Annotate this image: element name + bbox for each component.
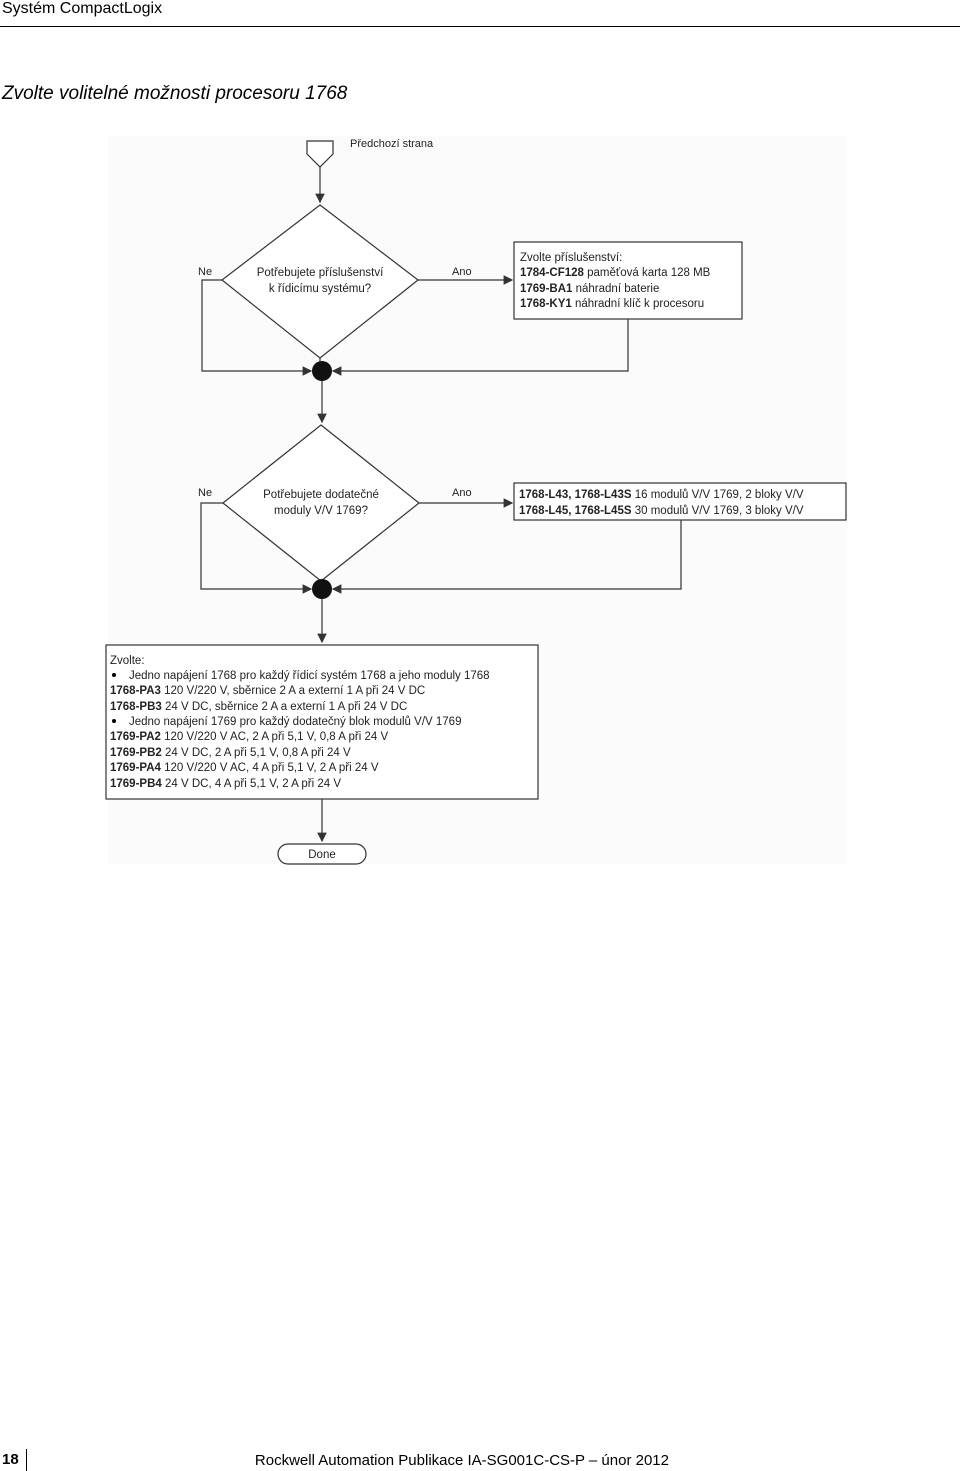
- done-label: Done: [308, 849, 336, 861]
- decision1-yes-label: Ano: [452, 266, 472, 278]
- box1-item: 1768-KY1 náhradní klíč k procesoru: [520, 298, 704, 310]
- header-title: Systém CompactLogix: [2, 0, 163, 17]
- accessories-box: [513, 241, 743, 320]
- box3-bullet1: Jedno napájení 1768 pro každý řídicí sys…: [129, 670, 490, 682]
- page-heading: Zvolte volitelné možnosti procesoru 1768: [2, 83, 348, 104]
- box3-item: 1768-PB3 24 V DC, sběrnice 2 A a externí…: [110, 701, 407, 713]
- box1-return-path: [331, 319, 629, 376]
- box2-return-path: [331, 520, 682, 594]
- start-label: Předchozí strana: [350, 138, 434, 150]
- bullet: [112, 673, 116, 677]
- box3-item: 1769-PA4 120 V/220 V AC, 4 A při 5,1 V, …: [110, 762, 379, 774]
- box2-item: 1768-L43, 1768-L43S 16 modulů V/V 1769, …: [519, 489, 804, 501]
- box3-item: 1769-PB2 24 V DC, 2 A při 5,1 V, 0,8 A p…: [110, 747, 351, 759]
- no-path-2: [200, 502, 313, 594]
- decision2-line2: moduly V/V 1769?: [274, 505, 368, 517]
- no-path-1: [201, 279, 313, 376]
- box3-item: 1768-PA3 120 V/220 V, sběrnice 2 A a ext…: [110, 685, 425, 697]
- decision1-no-label: Ne: [198, 266, 212, 278]
- header-divider: [0, 26, 960, 27]
- start-connector: [306, 140, 334, 168]
- merge-point-2: [312, 579, 332, 599]
- decision2-line1: Potřebujete dodatečné: [263, 489, 379, 501]
- decision1-line2: k řídicímu systému?: [269, 283, 371, 295]
- box3-item: 1769-PA2 120 V/220 V AC, 2 A při 5,1 V, …: [110, 731, 388, 743]
- footer-divider: [26, 1449, 27, 1471]
- decision2-yes-label: Ano: [452, 487, 472, 499]
- power-supply-box: [105, 644, 539, 800]
- done-terminator: [277, 843, 367, 865]
- box3-bullet2: Jedno napájení 1769 pro každý dodatečný …: [129, 716, 461, 728]
- bullet: [112, 719, 116, 723]
- box1-item: 1784-CF128 paměťová karta 128 MB: [520, 267, 711, 279]
- page-number: 18: [2, 1451, 19, 1468]
- box2-item: 1768-L45, 1768-L45S 30 modulů V/V 1769, …: [519, 505, 804, 517]
- controller-box: [513, 482, 847, 521]
- publication-info: Rockwell Automation Publikace IA-SG001C-…: [254, 1452, 669, 1469]
- decision1-line1: Potřebujete příslušenství: [257, 267, 384, 279]
- box3-item: 1769-PB4 24 V DC, 4 A při 5,1 V, 2 A při…: [110, 778, 341, 790]
- box1-item: 1769-BA1 náhradní baterie: [520, 283, 659, 295]
- merge-point-1: [312, 361, 332, 381]
- decision2-no-label: Ne: [198, 487, 212, 499]
- box1-title: Zvolte příslušenství:: [520, 252, 622, 264]
- box3-title: Zvolte:: [110, 655, 145, 667]
